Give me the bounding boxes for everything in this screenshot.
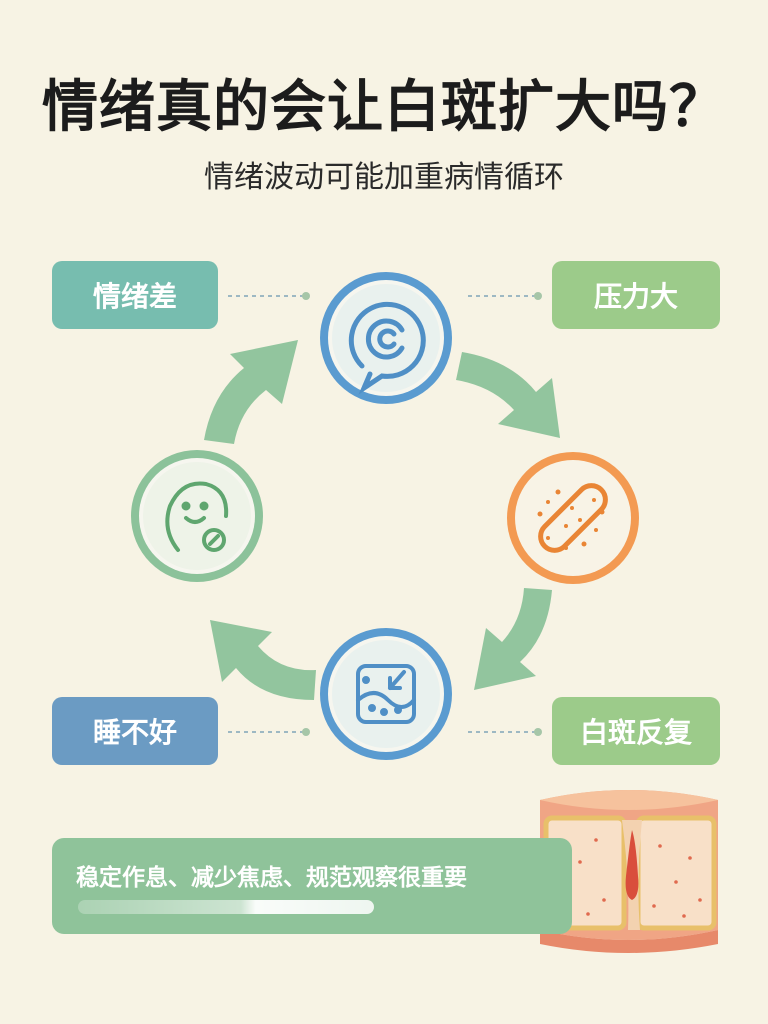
connector-dot-mood: [302, 292, 310, 300]
advice-text: 稳定作息、减少焦虑、规范观察很重要: [76, 865, 467, 891]
node-top: [320, 272, 452, 404]
speech-bubble-icon: [348, 301, 426, 395]
advice-banner: 稳定作息、减少焦虑、规范观察很重要: [52, 838, 572, 934]
tag-relapse: 白斑反复: [552, 697, 720, 765]
connector-dot-pressure: [534, 292, 542, 300]
arrow-right-down: [474, 588, 552, 690]
tag-mood: 情绪差: [52, 261, 218, 329]
node-bottom: [320, 628, 452, 760]
tag-pressure: 压力大: [552, 261, 720, 329]
skin-patch-icon: [356, 664, 416, 724]
connector-dot-sleep: [302, 728, 310, 736]
arrow-left-up: [204, 340, 298, 444]
node-left: [131, 450, 263, 582]
connector-dot-relapse: [534, 728, 542, 736]
anxious-face-icon: [165, 481, 229, 552]
node-right: [507, 452, 639, 584]
page-title: 情绪真的会让白斑扩大吗？: [42, 75, 726, 140]
connector-lines: [228, 295, 540, 733]
decorative-bar: [78, 900, 374, 914]
arrow-top-right: [456, 352, 560, 438]
bandage-icon: [537, 483, 608, 553]
page-subtitle: 情绪波动可能加重病情循环: [204, 160, 564, 195]
arrow-bottom-left: [210, 620, 316, 700]
tag-sleep: 睡不好: [52, 697, 218, 765]
